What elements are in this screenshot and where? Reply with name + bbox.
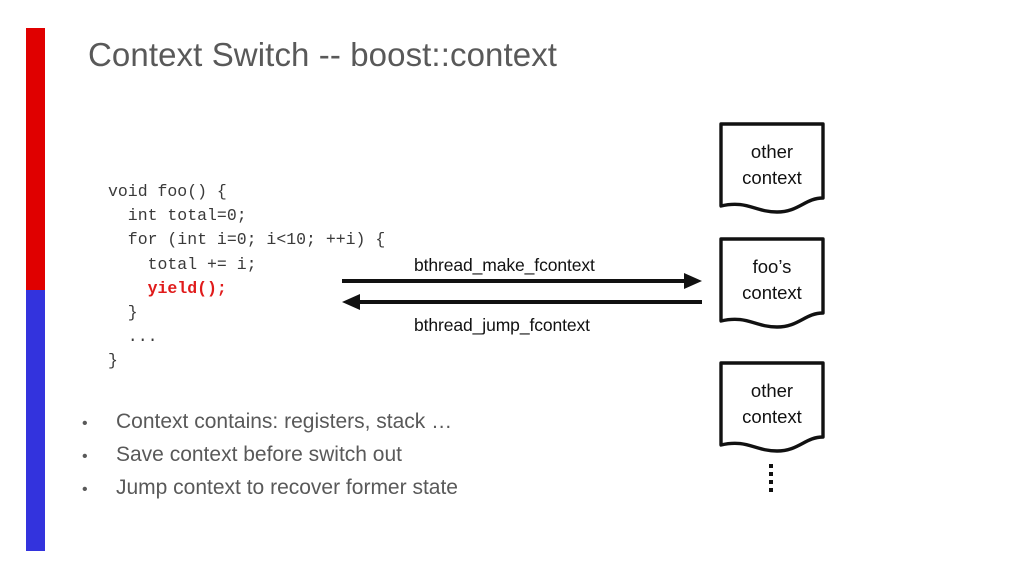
jump-fcontext-label: bthread_jump_fcontext xyxy=(414,315,590,335)
code-line: ... xyxy=(108,327,158,347)
bullet-item: • Jump context to recover former state xyxy=(82,472,458,505)
bullet-marker-icon: • xyxy=(82,415,88,432)
code-line: } xyxy=(108,351,118,371)
context-box-line2: context xyxy=(742,282,802,303)
context-box-other-top: other context xyxy=(719,122,825,214)
context-box-line2: context xyxy=(742,167,802,188)
code-line: int total=0; xyxy=(108,206,247,226)
context-box-line2: context xyxy=(742,406,802,427)
context-box-line1: foo’s xyxy=(752,256,792,277)
make-fcontext-arrow xyxy=(342,273,702,289)
page-title: Context Switch -- boost::context xyxy=(88,36,558,73)
context-box-line1: other xyxy=(750,141,794,162)
context-box-line1: other xyxy=(750,380,794,401)
code-line: } xyxy=(108,303,138,323)
context-box-foo: foo’s context xyxy=(719,237,825,329)
bullet-text: Context contains: registers, stack … xyxy=(116,410,453,433)
bullet-marker-icon: • xyxy=(82,448,88,465)
ellipsis-dot xyxy=(769,480,773,484)
code-highlight-yield: yield(); xyxy=(147,278,227,298)
code-line: void foo() { xyxy=(108,182,227,201)
bullet-item: • Save context before switch out xyxy=(82,439,458,472)
code-line: yield(); xyxy=(108,277,385,301)
jump-fcontext-arrow xyxy=(342,294,702,310)
code-block: void foo() { int total=0; for (int i=0; … xyxy=(108,180,385,374)
vertical-ellipsis xyxy=(769,464,774,496)
ellipsis-dot xyxy=(769,472,773,476)
context-box-label: other context xyxy=(719,378,825,430)
bullet-marker-icon: • xyxy=(82,481,88,498)
bullet-text: Save context before switch out xyxy=(116,443,402,466)
context-box-other-bottom: other context xyxy=(719,361,825,453)
accent-bar-top xyxy=(26,28,45,290)
bullet-list: • Context contains: registers, stack … • Sa… xyxy=(82,406,458,505)
context-box-label: foo’s context xyxy=(719,254,825,306)
context-box-label: other context xyxy=(719,139,825,191)
code-line: total += i; xyxy=(108,254,257,274)
ellipsis-dot xyxy=(769,464,773,468)
code-line: for (int i=0; i<10; ++i) { xyxy=(108,230,386,250)
ellipsis-dot xyxy=(769,488,773,492)
bullet-text: Jump context to recover former state xyxy=(116,476,458,499)
bullet-item: • Context contains: registers, stack … xyxy=(82,406,458,439)
make-fcontext-label: bthread_make_fcontext xyxy=(414,255,595,275)
accent-bar-bottom xyxy=(26,290,45,551)
